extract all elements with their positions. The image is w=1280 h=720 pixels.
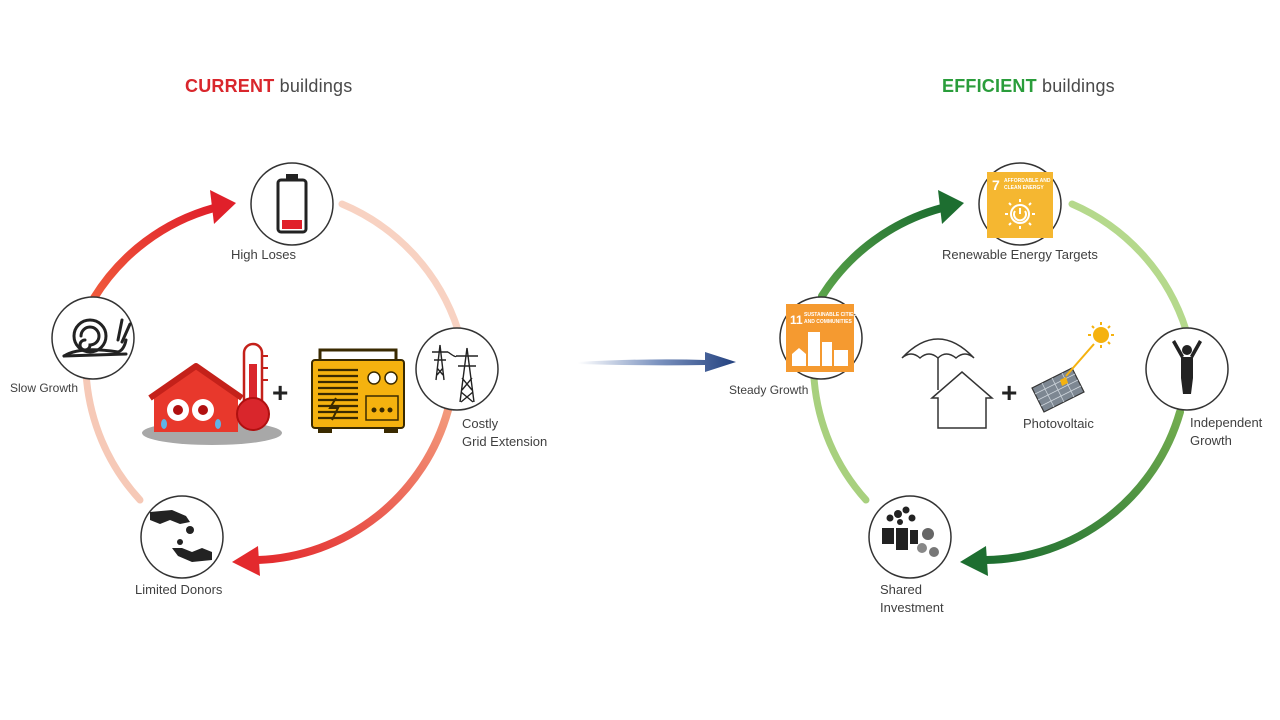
current-title-rest: buildings — [274, 76, 353, 96]
label-shared-investment: Shared Investment — [880, 581, 944, 617]
label-steady-growth: Steady Growth — [729, 383, 809, 397]
arrowhead-to-donors — [232, 546, 260, 576]
person-cheering-icon — [1172, 340, 1202, 394]
label-shared: Shared — [880, 582, 922, 597]
snail-icon — [62, 318, 132, 358]
arc-shared-to-steady — [810, 374, 870, 504]
plus-sign-right: + — [1001, 377, 1017, 408]
protected-house-illustration — [901, 338, 995, 429]
sdg11-node: 11 SUSTAINABLE CITIES AND COMMUNITIES — [779, 296, 863, 380]
label-slow-growth: Slow Growth — [10, 381, 79, 395]
plus-sign-left: + — [272, 377, 288, 408]
shared-investment-node — [868, 495, 952, 579]
label-photovoltaic: Photovoltaic — [1023, 416, 1094, 431]
grid-tower-node — [415, 327, 499, 411]
label-growth: Growth — [1190, 433, 1232, 448]
city-buildings-icon — [792, 332, 848, 366]
donation-hands-icon — [150, 510, 212, 562]
sdg11-number: 11 — [790, 313, 803, 327]
arc-donors-to-snail — [82, 368, 144, 504]
sdg7-node: 7 AFFORDABLE AND CLEAN ENERGY — [978, 162, 1062, 246]
hot-house-illustration — [142, 363, 282, 445]
label-grid-extension: Grid Extension — [462, 434, 548, 449]
arrowhead-to-sdg7 — [938, 190, 964, 224]
current-buildings-title: CURRENT buildings — [185, 76, 352, 97]
label-independent-growth: Independent Growth — [1190, 414, 1262, 450]
label-renewable-energy-targets: Renewable Energy Targets — [942, 247, 1098, 262]
battery-icon — [276, 174, 308, 234]
sdg11-text-line2: AND COMMUNITIES — [804, 319, 852, 325]
current-title-highlight: CURRENT — [185, 76, 275, 96]
power-tower-icon — [432, 344, 478, 403]
arc-grid-to-donors — [254, 406, 452, 564]
arc-independent-to-shared — [982, 408, 1184, 564]
arrowhead-to-battery — [210, 190, 236, 224]
thermometer-icon — [236, 342, 270, 431]
efficient-title-highlight: EFFICIENT — [942, 76, 1037, 96]
generator-icon — [311, 348, 405, 433]
arrowhead-to-shared — [960, 546, 988, 576]
transition-arrow — [578, 352, 736, 372]
sdg7-text-line2: CLEAN ENERGY — [1004, 185, 1044, 191]
sun-power-icon — [1005, 199, 1035, 229]
arc-battery-to-grid — [338, 200, 462, 334]
efficient-title-rest: buildings — [1036, 76, 1115, 96]
sdg11-text-line1: SUSTAINABLE CITIES — [804, 312, 857, 318]
label-independent: Independent — [1190, 415, 1263, 430]
arc-steady-to-sdg7 — [818, 204, 946, 300]
arc-snail-to-battery — [90, 204, 218, 302]
independent-growth-node — [1145, 327, 1229, 411]
solar-panel-icon — [1031, 322, 1114, 413]
label-limited-donors: Limited Donors — [135, 582, 223, 597]
battery-node — [250, 162, 334, 246]
donors-node — [140, 495, 224, 579]
label-costly-grid: Costly Grid Extension — [462, 415, 547, 451]
people-coins-icon — [882, 506, 939, 557]
snail-node — [51, 296, 135, 380]
sdg7-number: 7 — [992, 177, 1000, 193]
label-investment: Investment — [880, 600, 944, 615]
label-high-loses: High Loses — [231, 247, 297, 262]
sdg7-text-line1: AFFORDABLE AND — [1004, 178, 1051, 184]
label-costly: Costly — [462, 416, 499, 431]
efficient-buildings-title: EFFICIENT buildings — [942, 76, 1115, 97]
arc-sdg7-to-independent — [1068, 200, 1190, 334]
sun-icon — [1088, 322, 1114, 348]
